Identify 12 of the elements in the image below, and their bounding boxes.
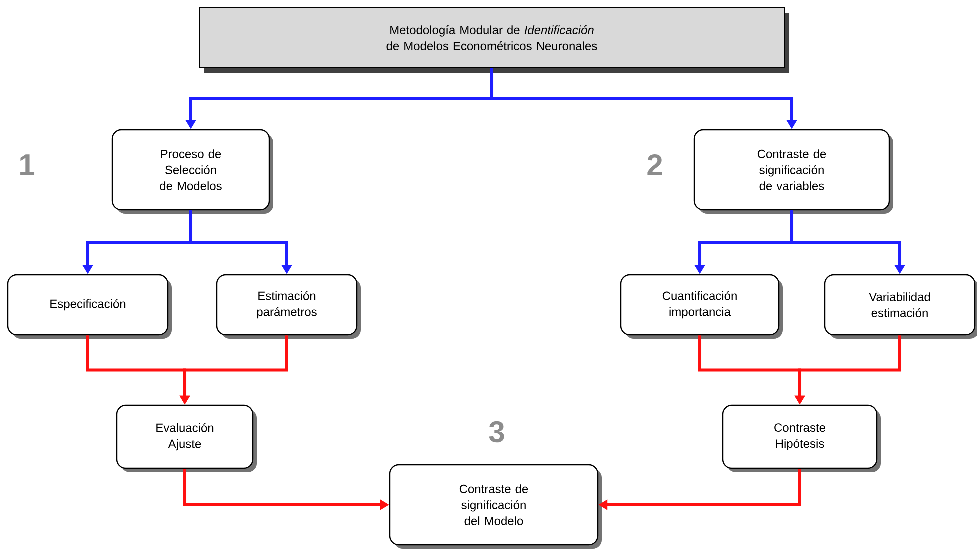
process-box: Contraste de significación de variables	[694, 129, 894, 214]
process-box: Proceso de Selección de Modelos	[112, 129, 274, 214]
title-box: Metodología Modular de Identificación de Modelos Econométricos Neuronales	[199, 8, 790, 73]
process-box: Contraste de significación del Modelo	[389, 464, 602, 549]
step-number: 1	[20, 154, 35, 176]
process-box: Cuantificación importancia	[620, 274, 783, 339]
process-box: Contraste Hipótesis	[722, 404, 881, 472]
process-box: Variabilidad estimación	[824, 274, 977, 339]
process-box: Evaluación Ajuste	[116, 404, 257, 472]
process-box: Estimación parámetros	[216, 274, 361, 339]
step-number: 2	[648, 154, 662, 176]
process-box: Especificación	[7, 274, 172, 339]
